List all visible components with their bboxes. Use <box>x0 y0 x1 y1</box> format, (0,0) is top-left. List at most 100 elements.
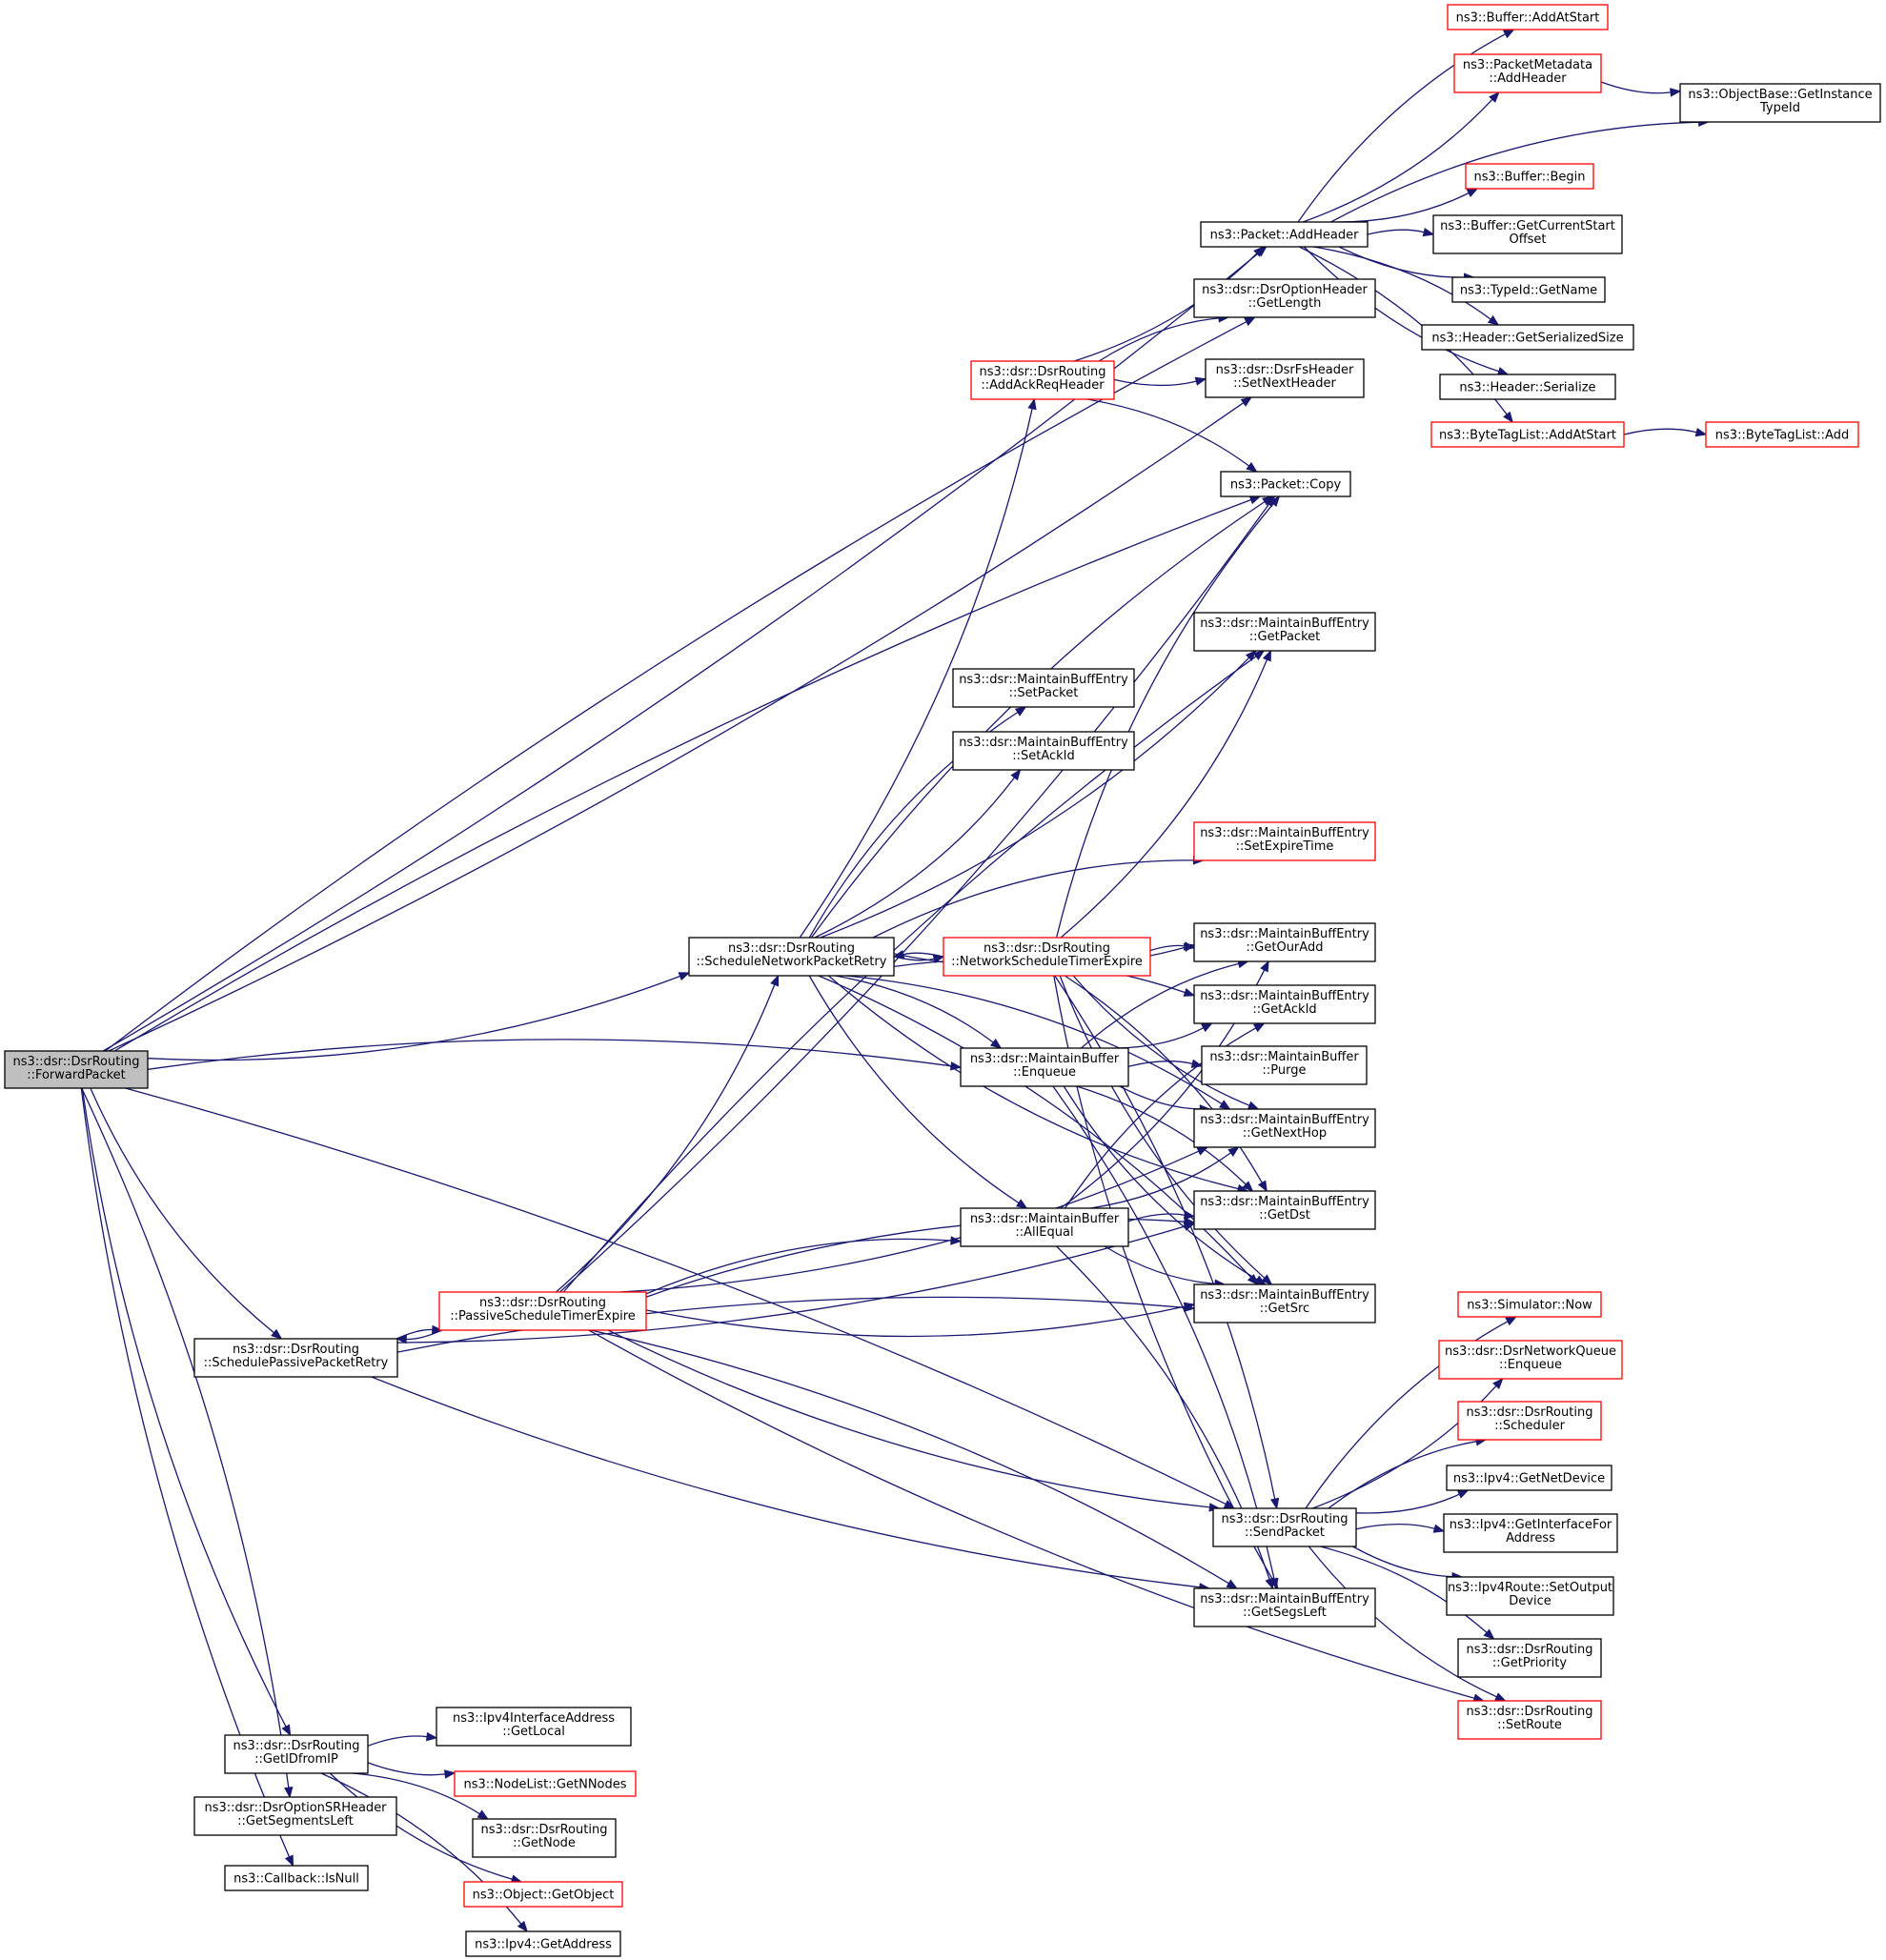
edge-net-expire-to-pkt-copy <box>1055 495 1281 939</box>
node-label: ns3::Buffer::GetCurrentStart <box>1440 219 1615 233</box>
edge-mb-allequal-to-mbe-getackid <box>1064 1022 1266 1209</box>
node-scheduler[interactable]: ns3::dsr::DsrRouting::Scheduler <box>1457 1401 1602 1441</box>
node-label: Address <box>1506 1531 1555 1546</box>
node-pm-addheader[interactable]: ns3::PacketMetadata::AddHeader <box>1453 53 1602 93</box>
arrowhead <box>1027 397 1037 411</box>
node-sched-net[interactable]: ns3::dsr::DsrRouting::ScheduleNetworkPac… <box>688 937 895 977</box>
node-pkt-addheader[interactable]: ns3::Packet::AddHeader <box>1200 221 1369 248</box>
node-label: Offset <box>1509 232 1546 247</box>
edge-getidfromip-to-obj-getobject <box>329 1772 523 1884</box>
node-passive-expire[interactable]: ns3::dsr::DsrRouting::PassiveScheduleTim… <box>438 1291 647 1331</box>
node-label: ns3::dsr::DsrRouting <box>984 941 1110 956</box>
arrowhead <box>1265 1577 1274 1590</box>
node-buf-addatstart[interactable]: ns3::Buffer::AddAtStart <box>1447 4 1609 30</box>
node-nodelist-getn[interactable]: ns3::NodeList::GetNNodes <box>454 1770 637 1797</box>
node-label: ns3::dsr::DsrRouting <box>233 1739 360 1753</box>
edge-sendpacket-to-sim-now <box>1305 1316 1517 1509</box>
node-ipv4-getaddr[interactable]: ns3::Ipv4::GetAddress <box>465 1930 621 1957</box>
node-addackreq[interactable]: ns3::dsr::DsrRouting::AddAckReqHeader <box>970 360 1115 400</box>
node-mbe-setpacket[interactable]: ns3::dsr::MaintainBuffEntry::SetPacket <box>952 668 1135 708</box>
arrowhead <box>989 1038 1003 1049</box>
node-ipv4-getnetdev[interactable]: ns3::Ipv4::GetNetDevice <box>1446 1465 1612 1491</box>
node-label: ns3::Ipv4::GetInterfaceFor <box>1450 1518 1612 1532</box>
arrowhead <box>1694 427 1708 437</box>
node-getnode[interactable]: ns3::dsr::DsrRouting::GetNode <box>472 1818 617 1858</box>
node-mbe-getdst[interactable]: ns3::dsr::MaintainBuffEntry::GetDst <box>1193 1190 1376 1230</box>
edge-forward-to-mb-enqueue <box>147 1039 963 1071</box>
node-obj-getobject[interactable]: ns3::Object::GetObject <box>463 1881 623 1908</box>
node-mb-purge[interactable]: ns3::dsr::MaintainBuffer::Purge <box>1201 1045 1368 1085</box>
node-mbe-setexpire[interactable]: ns3::dsr::MaintainBuffEntry::SetExpireTi… <box>1193 821 1376 861</box>
arrowhead <box>1503 411 1514 424</box>
node-box <box>1705 421 1859 448</box>
arrowhead <box>1257 1180 1267 1193</box>
node-sendpacket[interactable]: ns3::dsr::DsrRouting::SendPacket <box>1212 1507 1357 1547</box>
edge-passive-expire-to-mbe-getsrc <box>645 1302 1196 1338</box>
node-box <box>1438 1340 1623 1380</box>
node-forward[interactable]: ns3::dsr::DsrRouting::ForwardPacket <box>4 1050 149 1089</box>
node-btl-addatstart[interactable]: ns3::ByteTagList::AddAtStart <box>1430 421 1625 448</box>
node-mbe-getouradd[interactable]: ns3::dsr::MaintainBuffEntry::GetOurAdd <box>1193 922 1376 962</box>
arrowhead <box>283 1787 294 1799</box>
node-sched-passive[interactable]: ns3::dsr::DsrRouting::SchedulePassivePac… <box>193 1338 398 1378</box>
node-mbe-setackid[interactable]: ns3::dsr::MaintainBuffEntry::SetAckId <box>952 731 1135 771</box>
edge-pkt-addheader-to-buf-getcur <box>1367 227 1435 237</box>
node-mb-allequal[interactable]: ns3::dsr::MaintainBuffer::AllEqual <box>960 1207 1129 1247</box>
node-getpriority[interactable]: ns3::dsr::DsrRouting::GetPriority <box>1457 1638 1602 1678</box>
node-netq-enqueue[interactable]: ns3::dsr::DsrNetworkQueue::Enqueue <box>1438 1340 1623 1380</box>
node-mbe-getsegsleft[interactable]: ns3::dsr::MaintainBuffEntry::GetSegsLeft <box>1193 1587 1376 1627</box>
node-pkt-copy[interactable]: ns3::Packet::Copy <box>1220 471 1351 497</box>
node-label: ::SetNextHeader <box>1233 376 1336 391</box>
node-box <box>1457 1638 1602 1678</box>
node-buf-begin[interactable]: ns3::Buffer::Begin <box>1465 163 1594 190</box>
node-mb-enqueue[interactable]: ns3::dsr::MaintainBuffer::Enqueue <box>960 1047 1129 1087</box>
node-setroute[interactable]: ns3::dsr::DsrRouting::SetRoute <box>1457 1700 1602 1740</box>
arrowhead <box>1248 495 1262 505</box>
node-label: ns3::dsr::MaintainBuffEntry <box>959 673 1128 687</box>
node-label: ns3::dsr::MaintainBuffEntry <box>1200 1288 1369 1303</box>
node-cb-isnull[interactable]: ns3::Callback::IsNull <box>224 1865 369 1891</box>
node-net-expire[interactable]: ns3::dsr::DsrRouting::NetworkScheduleTim… <box>943 937 1151 977</box>
edge-sched-passive-to-mbe-getsrc <box>396 1296 1196 1353</box>
node-label: ns3::NodeList::GetNNodes <box>463 1778 626 1792</box>
node-label: ::GetNextHop <box>1243 1126 1327 1141</box>
edge-sched-net-to-pkt-copy <box>810 495 1274 939</box>
node-btl-add[interactable]: ns3::ByteTagList::Add <box>1705 421 1859 448</box>
node-label: ns3::PacketMetadata <box>1463 58 1592 72</box>
node-hdr-getsersize[interactable]: ns3::Header::GetSerializedSize <box>1421 324 1634 351</box>
node-label: ::SetRoute <box>1497 1718 1562 1732</box>
arrowhead <box>1183 1222 1196 1231</box>
node-fs-setnext[interactable]: ns3::dsr::DsrFsHeader::SetNextHeader <box>1205 358 1365 398</box>
edge-mb-enqueue-to-mbe-getdst <box>1076 1085 1254 1192</box>
node-mbe-getpacket[interactable]: ns3::dsr::MaintainBuffEntry::GetPacket <box>1193 612 1376 652</box>
node-sim-now[interactable]: ns3::Simulator::Now <box>1457 1291 1602 1318</box>
edge-forward-to-sched-net <box>147 972 691 1061</box>
node-label: ::NetworkScheduleTimerExpire <box>951 955 1143 969</box>
node-hdr-serialize[interactable]: ns3::Header::Serialize <box>1439 374 1616 400</box>
node-label: ::Enqueue <box>1499 1358 1562 1372</box>
node-mbe-getsrc[interactable]: ns3::dsr::MaintainBuffEntry::GetSrc <box>1193 1283 1376 1324</box>
node-mbe-getackid[interactable]: ns3::dsr::MaintainBuffEntry::GetAckId <box>1193 984 1376 1024</box>
edge-addackreq-to-fs-setnext <box>1113 376 1207 387</box>
node-ipv4if-getlocal[interactable]: ns3::Ipv4InterfaceAddress::GetLocal <box>436 1707 632 1747</box>
node-getidfromip[interactable]: ns3::dsr::DsrRouting::GetIDfromIP <box>224 1734 369 1774</box>
node-label: ::SetPacket <box>1009 686 1079 700</box>
node-box <box>4 1050 149 1089</box>
arrowhead <box>1432 1524 1446 1533</box>
edge-forward-to-sched-passive <box>90 1087 283 1340</box>
arrowhead <box>1244 316 1256 327</box>
node-box <box>952 668 1135 708</box>
node-srh-getsegs[interactable]: ns3::dsr::DsrOptionSRHeader::GetSegments… <box>193 1796 397 1836</box>
node-typeid-getname[interactable]: ns3::TypeId::GetName <box>1451 276 1606 303</box>
node-box <box>1446 1465 1612 1491</box>
node-box <box>952 731 1135 771</box>
arrowhead <box>1261 1274 1273 1285</box>
node-opt-getlength[interactable]: ns3::dsr::DsrOptionHeader::GetLength <box>1193 278 1376 318</box>
node-mbe-getnexthop[interactable]: ns3::dsr::MaintainBuffEntry::GetNextHop <box>1193 1108 1376 1148</box>
arrowhead <box>1227 1146 1240 1157</box>
